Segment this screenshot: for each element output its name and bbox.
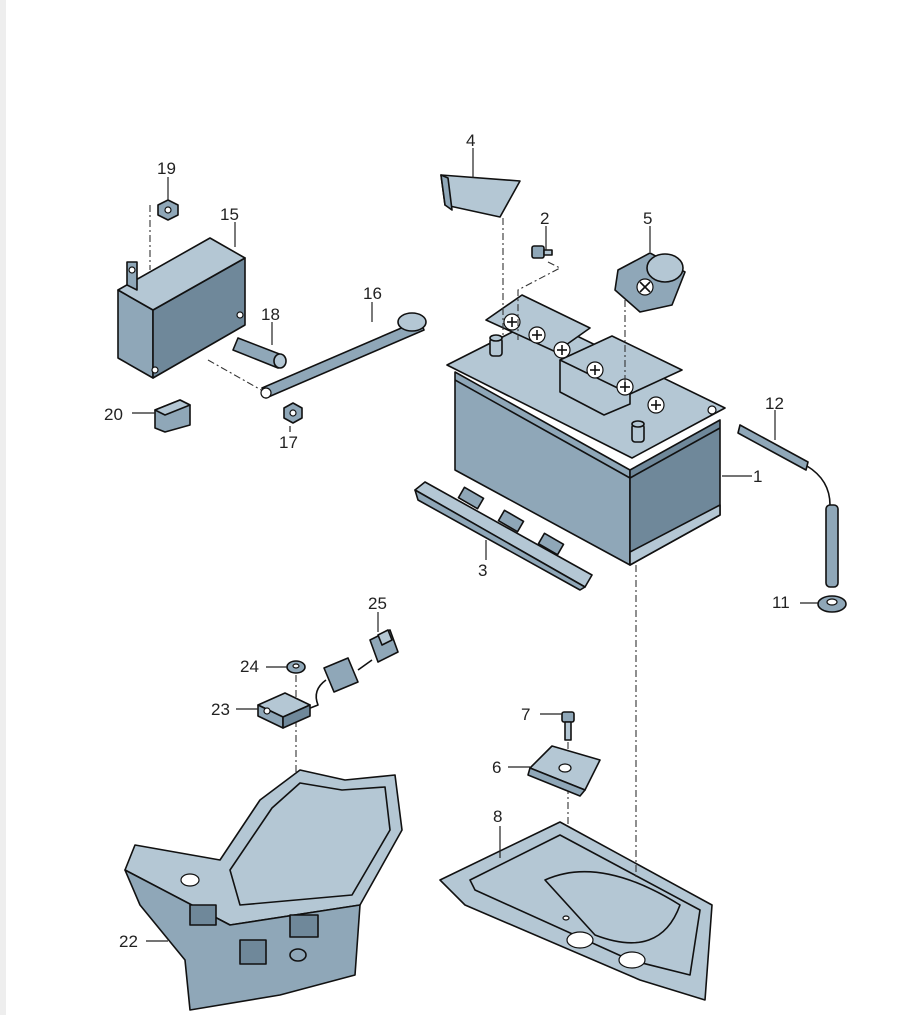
sensor-part-23[interactable] xyxy=(257,692,311,729)
hold-down-clamp-part-3[interactable] xyxy=(414,481,593,591)
callout-18: 18 xyxy=(261,305,280,324)
callout-1: 1 xyxy=(753,467,762,486)
leader-lines xyxy=(132,148,818,942)
terminal-cover-part-4[interactable] xyxy=(440,174,521,218)
nut-part-19[interactable] xyxy=(157,199,179,221)
callout-23: 23 xyxy=(211,700,230,719)
battery-tray-part-22[interactable] xyxy=(124,769,403,1011)
callout-5: 5 xyxy=(643,209,652,228)
callout-labels: 1 2 3 4 5 6 7 8 11 12 15 16 17 18 19 20 … xyxy=(104,131,790,951)
bracket-part-20[interactable] xyxy=(154,399,191,433)
callout-22: 22 xyxy=(119,932,138,951)
callout-3: 3 xyxy=(478,561,487,580)
callout-15: 15 xyxy=(220,205,239,224)
callout-12: 12 xyxy=(765,394,784,413)
callout-25: 25 xyxy=(368,594,387,613)
terminal-cover-part-5[interactable] xyxy=(614,252,686,313)
callout-8: 8 xyxy=(493,807,502,826)
cable-part-16[interactable] xyxy=(260,312,427,399)
bolt-part-2[interactable] xyxy=(531,245,553,259)
bolt-part-7[interactable] xyxy=(561,711,575,741)
callout-7: 7 xyxy=(521,705,530,724)
callout-17: 17 xyxy=(279,433,298,452)
grommet-part-11[interactable] xyxy=(817,595,847,613)
clamp-part-6[interactable] xyxy=(527,745,601,797)
left-edge-strip xyxy=(0,0,6,1015)
connector-housing[interactable] xyxy=(299,657,373,713)
callout-4: 4 xyxy=(466,131,475,150)
connector-part-25[interactable] xyxy=(369,629,399,663)
nut-part-24[interactable] xyxy=(286,660,306,674)
callout-6: 6 xyxy=(492,758,501,777)
battery[interactable] xyxy=(446,294,726,566)
vent-hose-part-12[interactable] xyxy=(737,424,839,588)
tray-plate-part-8[interactable] xyxy=(439,821,713,1001)
callout-16: 16 xyxy=(363,284,382,303)
control-unit-part-15[interactable] xyxy=(117,237,246,379)
callout-24: 24 xyxy=(240,657,259,676)
callout-19: 19 xyxy=(157,159,176,178)
callout-11: 11 xyxy=(772,593,790,612)
spacer-part-18[interactable] xyxy=(232,337,287,369)
callout-20: 20 xyxy=(104,405,123,424)
callout-2: 2 xyxy=(540,209,549,228)
nut-part-17[interactable] xyxy=(283,402,303,424)
